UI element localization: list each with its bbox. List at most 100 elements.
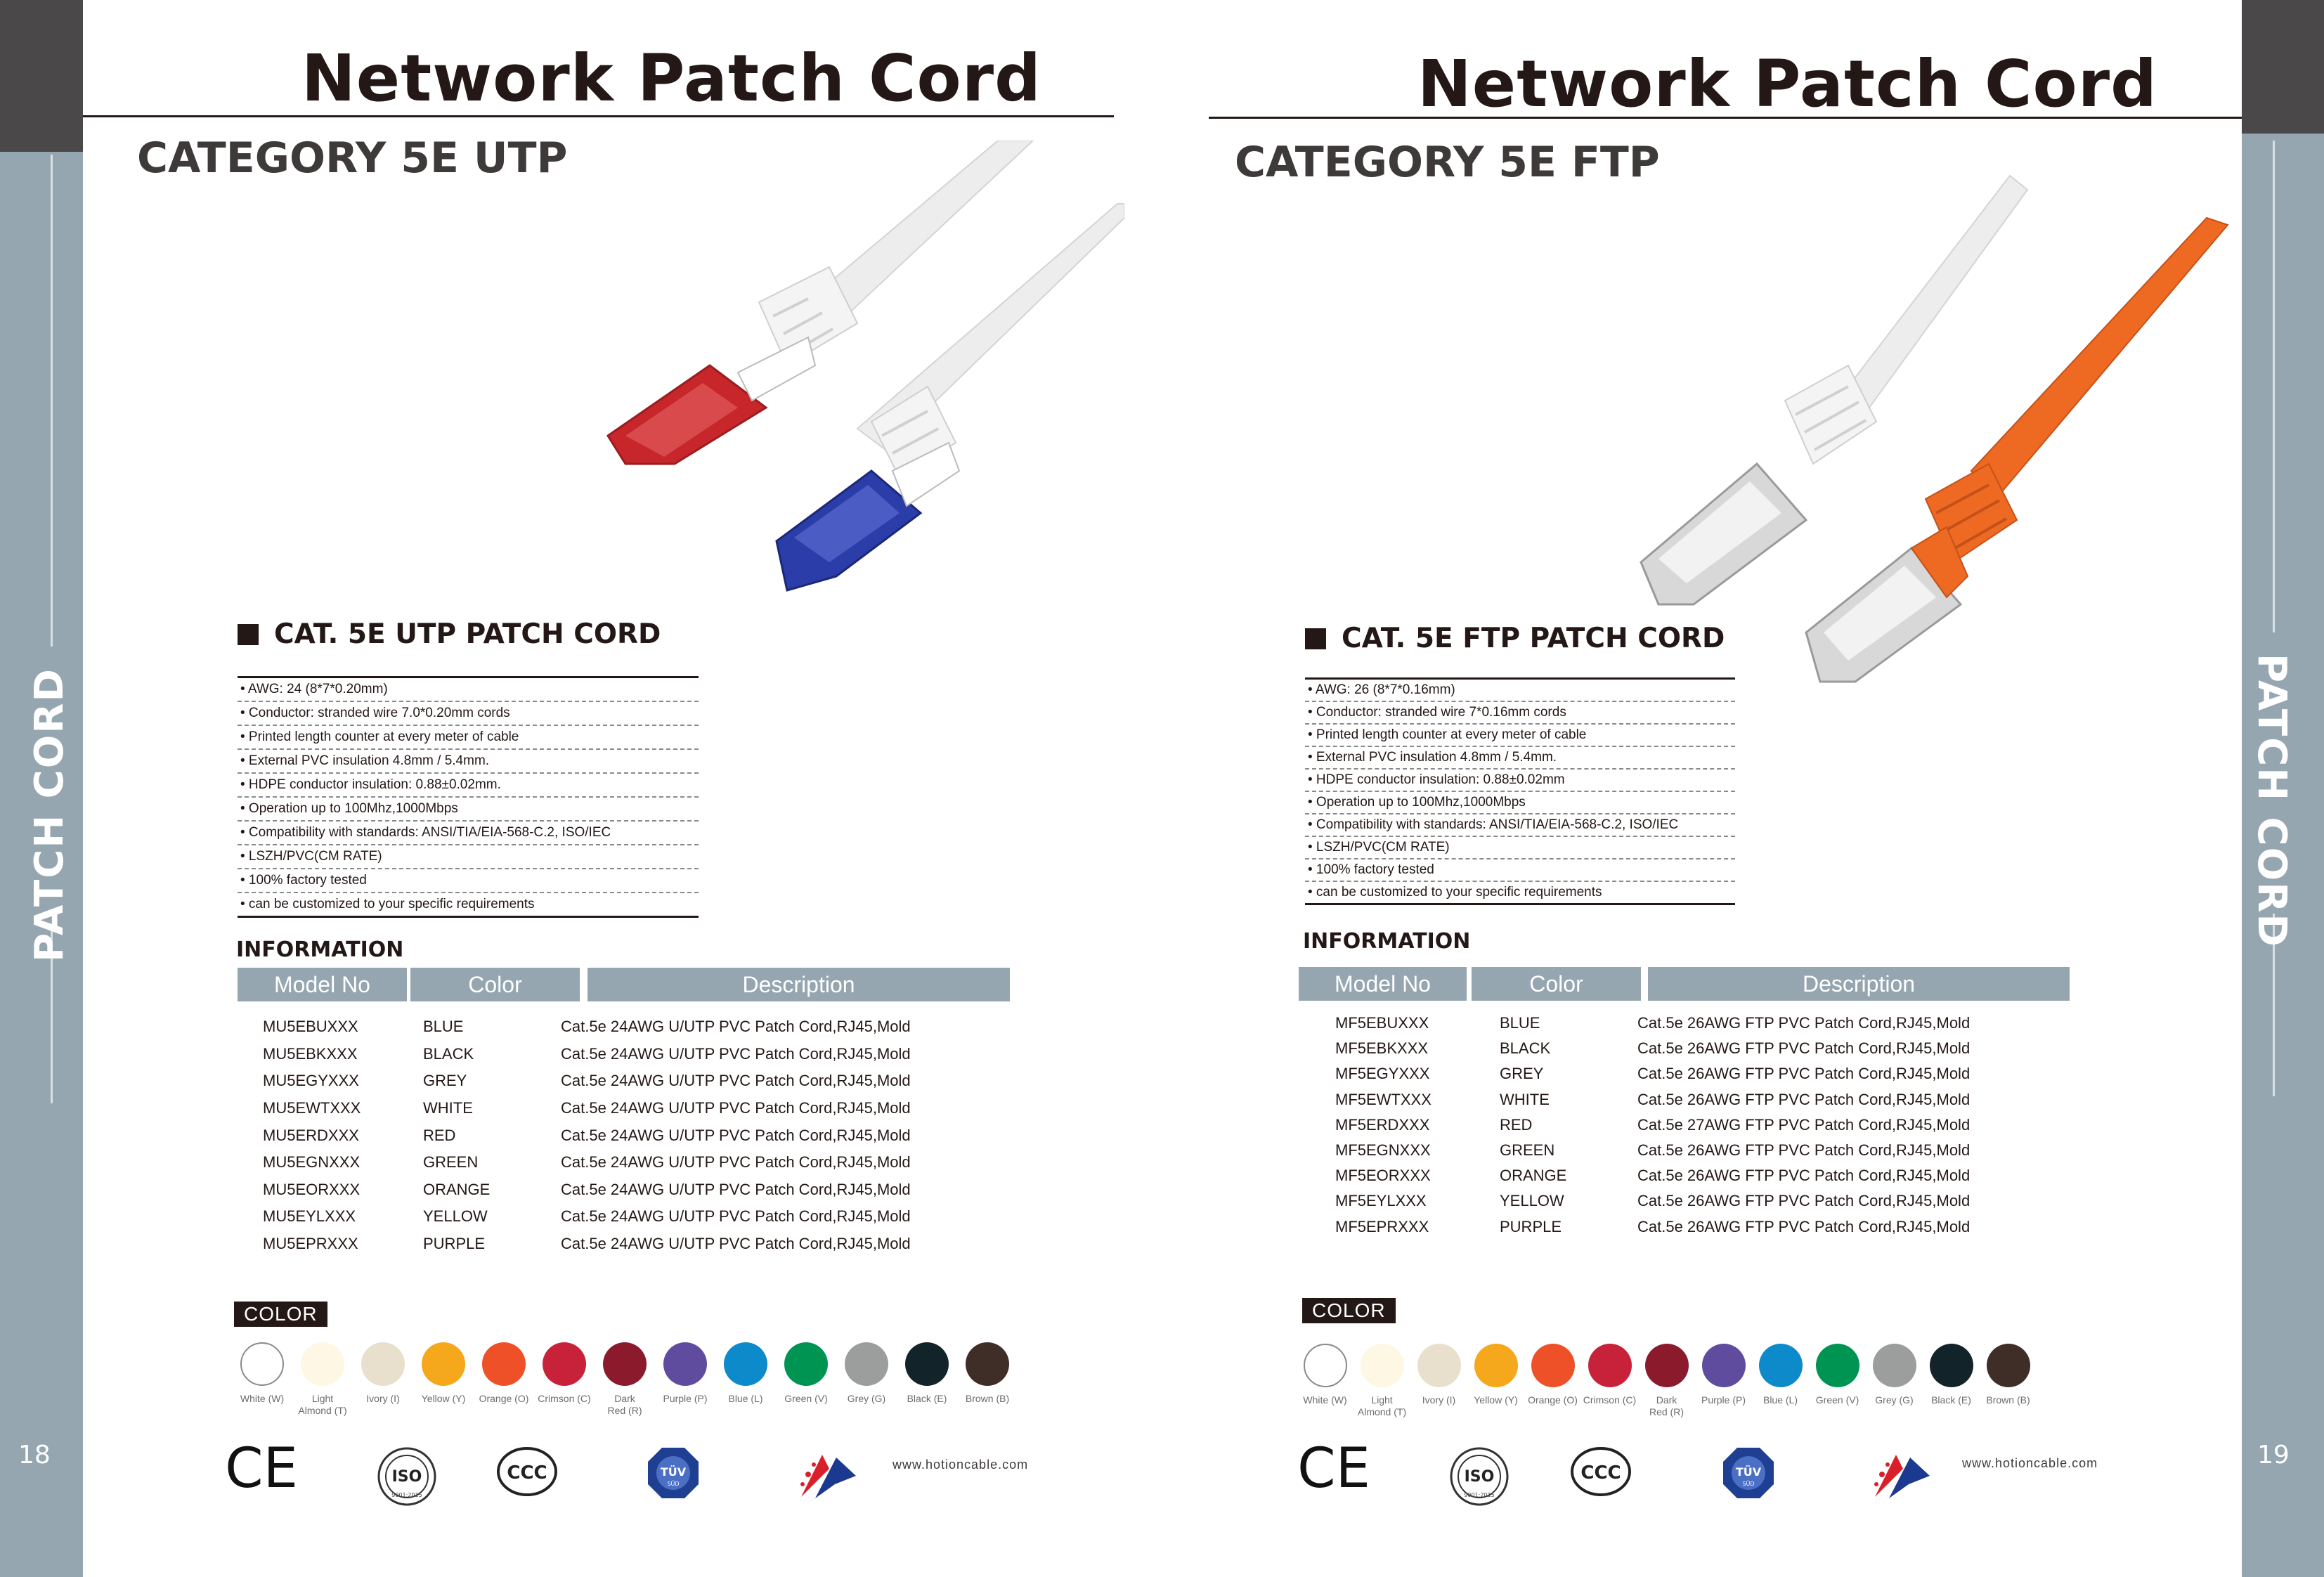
color-swatch-dot: [240, 1342, 284, 1386]
cell-color: PURPLE: [423, 1235, 486, 1253]
color-swatch: Orange (O): [1524, 1344, 1581, 1418]
color-swatch-dot: [905, 1342, 949, 1386]
right-spec-list: • AWG: 26 (8*7*0.16mm) • Conductor: stra…: [1305, 677, 1735, 905]
color-swatch: Blue (L): [715, 1342, 776, 1417]
cell-description: Cat.5e 24AWG U/UTP PVC Patch Cord,RJ45,M…: [561, 1126, 911, 1144]
color-swatch: Grey (G): [836, 1342, 897, 1417]
left-section-title: CAT. 5E UTP PATCH CORD: [274, 618, 661, 650]
right-website[interactable]: www.hotioncable.com: [1962, 1456, 2098, 1470]
spec-item: • Conductor: stranded wire 7.0*0.20mm co…: [238, 702, 699, 726]
color-swatch-label: Dark Red (R): [1649, 1394, 1684, 1417]
ftp-patch-cord-image: [1640, 174, 2229, 683]
cell-model: MF5EBKXXX: [1335, 1039, 1429, 1058]
color-swatch-label: Yellow (Y): [421, 1393, 466, 1404]
spec-item: • HDPE conductor insulation: 0.88±0.02mm…: [238, 774, 699, 798]
spec-item: • LSZH/PVC(CM RATE): [1305, 837, 1735, 859]
color-swatch-label: Blue (L): [728, 1393, 763, 1404]
left-sidebar-top: [0, 0, 83, 152]
color-swatch: Crimson (C): [534, 1342, 595, 1417]
cell-color: BLACK: [1500, 1039, 1551, 1058]
right-page-number: 19: [2257, 1441, 2290, 1469]
left-sidebar-rule-top: [51, 155, 53, 647]
cell-color: WHITE: [423, 1099, 473, 1117]
left-sidebar-rule-bottom: [51, 928, 53, 1103]
left-th-model: Model No: [238, 968, 407, 1001]
spec-item: • can be customized to your specific req…: [1308, 885, 1602, 900]
color-swatch: Green (V): [776, 1342, 836, 1417]
color-swatch-dot: [1815, 1344, 1859, 1387]
utp-red-boot: [606, 266, 859, 465]
right-sidebar-rule-top: [2273, 141, 2275, 632]
cell-model: MU5ERDXXX: [263, 1126, 359, 1144]
cell-model: MF5EBUXXX: [1335, 1014, 1429, 1032]
color-swatch: Brown (B): [1980, 1344, 2037, 1418]
right-section-title: CAT. 5E FTP PATCH CORD: [1342, 623, 1725, 654]
right-th-color: Color: [1472, 967, 1641, 1001]
spec-item: • Conductor: stranded wire 7*0.16mm cord…: [1305, 702, 1735, 725]
color-swatch-label: Brown (B): [965, 1393, 1010, 1404]
cell-color: RED: [423, 1126, 456, 1144]
color-swatch-dot: [1758, 1344, 1803, 1387]
color-swatch-dot: [724, 1342, 767, 1386]
iso-logo-sub: 9001:2015: [391, 1492, 422, 1498]
cell-description: Cat.5e 24AWG U/UTP PVC Patch Cord,RJ45,M…: [561, 1018, 911, 1036]
spec-item: • Operation up to 100Mhz,1000Mbps: [1305, 792, 1735, 815]
cell-color: BLUE: [423, 1018, 464, 1036]
tuv-logo-sub: SÜD: [667, 1480, 679, 1487]
right-color-swatches: White (W)Light Almond (T)Ivory (I)Yellow…: [1297, 1344, 2056, 1418]
utp-patch-cord-image: [606, 141, 1124, 592]
spec-item: • Printed length counter at every meter …: [1305, 725, 1735, 747]
spec-item: • Compatibility with standards: ANSI/TIA…: [238, 822, 699, 845]
cell-description: Cat.5e 24AWG U/UTP PVC Patch Cord,RJ45,M…: [561, 1099, 911, 1117]
color-swatch-dot: [1872, 1344, 1916, 1387]
company-logo-icon: [794, 1448, 862, 1505]
right-page-title: Network Patch Cord: [1417, 46, 2157, 122]
color-swatch-dot: [1417, 1344, 1461, 1387]
left-website[interactable]: www.hotioncable.com: [892, 1458, 1029, 1472]
left-color-swatches: White (W)Light Almond (T)Ivory (I)Yellow…: [232, 1342, 1018, 1417]
color-swatch: Grey (G): [1866, 1344, 1923, 1418]
color-swatch-label: Yellow (Y): [1474, 1394, 1518, 1406]
right-th-description: Description: [1648, 967, 2070, 1001]
spec-item: • HDPE conductor insulation: 0.88±0.02mm: [1305, 770, 1735, 792]
spec-item: • Operation up to 100Mhz,1000Mbps: [238, 798, 699, 822]
right-color-label: COLOR: [1302, 1298, 1396, 1323]
right-category-title: CATEGORY 5E FTP: [1235, 138, 1660, 187]
color-swatch-label: Ivory (I): [366, 1393, 400, 1404]
color-swatch-label: Dark Red (R): [607, 1393, 642, 1416]
right-section-header: CAT. 5E FTP PATCH CORD: [1305, 623, 1725, 654]
left-spec-list: • AWG: 24 (8*7*0.20mm) • Conductor: stra…: [238, 676, 699, 918]
color-swatch-label: Crimson (C): [1583, 1394, 1637, 1406]
cell-description: Cat.5e 26AWG FTP PVC Patch Cord,RJ45,Mol…: [1637, 1065, 1971, 1083]
color-swatch-dot: [966, 1342, 1009, 1386]
cell-model: MF5EORXXX: [1335, 1167, 1431, 1185]
table-row: MU5ERDXXX RED Cat.5e 24AWG U/UTP PVC Patch…: [238, 1122, 1011, 1149]
color-swatch: Black (E): [897, 1342, 957, 1417]
cell-description: Cat.5e 26AWG FTP PVC Patch Cord,RJ45,Mol…: [1637, 1014, 1971, 1032]
cell-model: MF5EPRXXX: [1335, 1217, 1429, 1235]
cell-color: GREY: [423, 1072, 467, 1090]
left-section-header: CAT. 5E UTP PATCH CORD: [238, 618, 661, 650]
color-swatch-label: Black (E): [907, 1393, 947, 1404]
spec-item: • AWG: 24 (8*7*0.20mm): [238, 678, 699, 702]
cell-description: Cat.5e 24AWG U/UTP PVC Patch Cord,RJ45,M…: [561, 1207, 911, 1226]
cell-description: Cat.5e 24AWG U/UTP PVC Patch Cord,RJ45,M…: [561, 1044, 911, 1063]
color-swatch-label: White (W): [1303, 1394, 1347, 1406]
left-color-label: COLOR: [234, 1302, 327, 1327]
ccc-certification-icon: CCC: [496, 1446, 558, 1497]
color-swatch-dot: [1701, 1344, 1746, 1387]
ccc-logo-text: CCC: [507, 1462, 547, 1484]
left-tab-label: PATCH CORD: [27, 668, 72, 962]
cell-model: MU5EGNXXX: [263, 1153, 361, 1172]
